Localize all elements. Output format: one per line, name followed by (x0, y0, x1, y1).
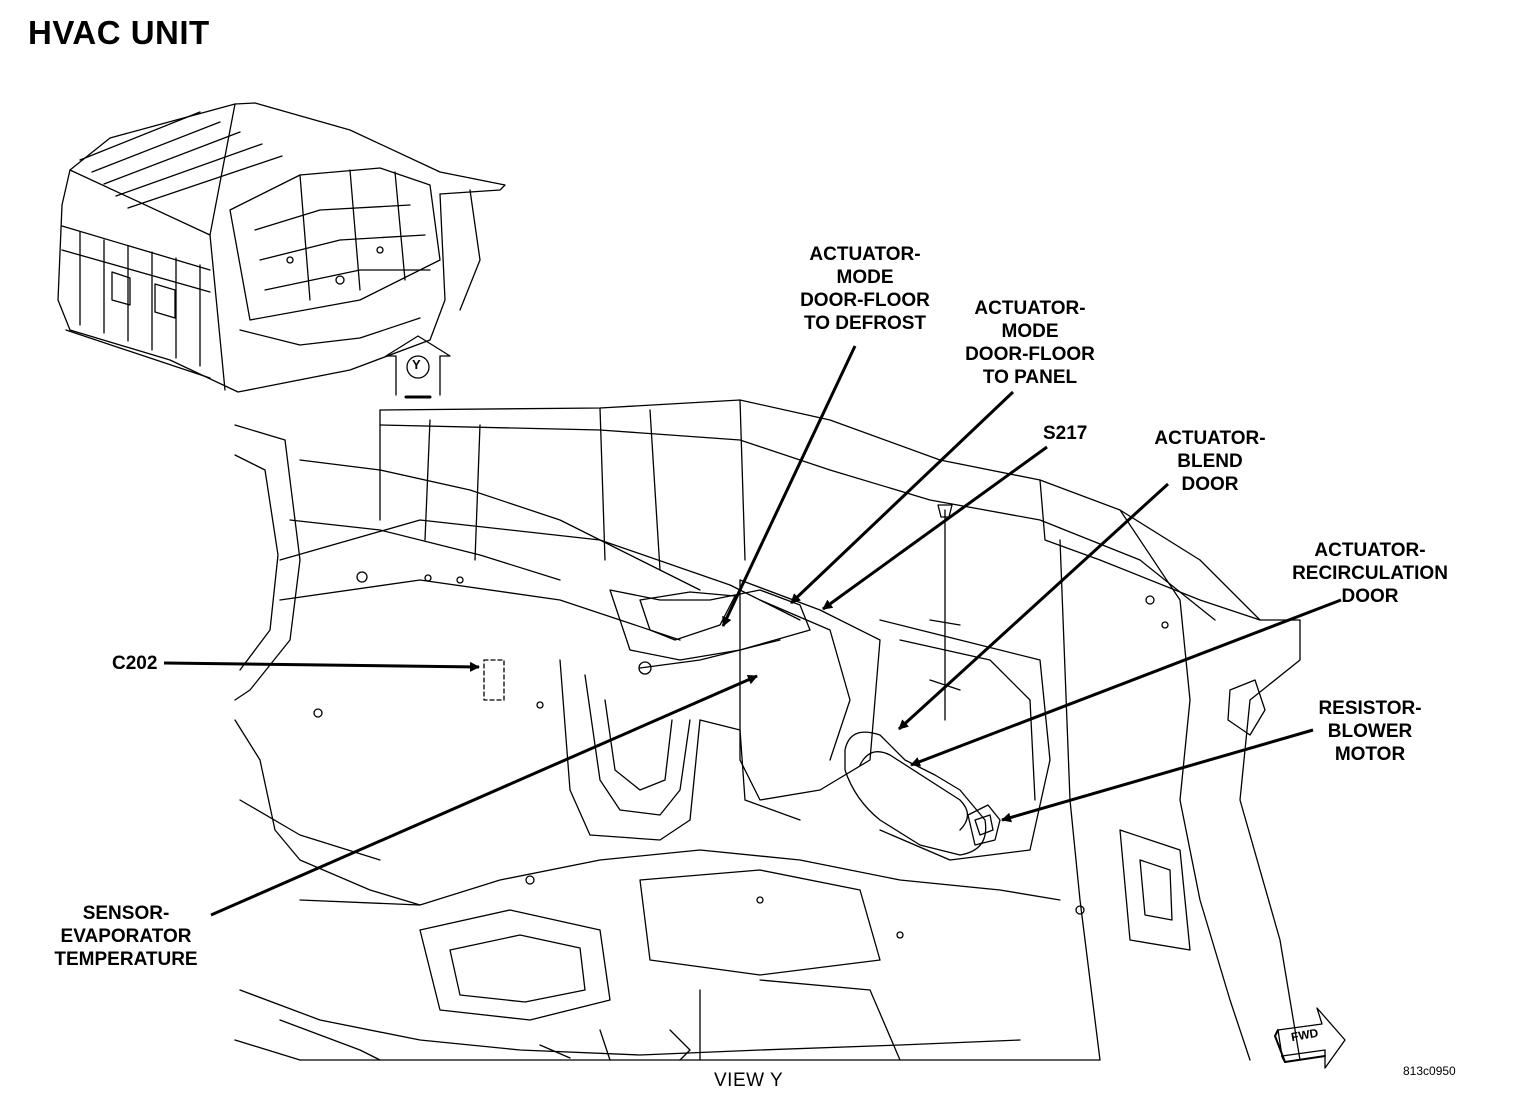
label-line: S217 (1043, 423, 1088, 444)
fwd-arrow (1274, 1007, 1346, 1069)
label-line: EVAPORATOR (60, 926, 192, 947)
label-line: ACTUATOR- (974, 298, 1086, 319)
label-line: DOOR (1341, 586, 1399, 607)
figure-code: 813c0950 (1403, 1064, 1456, 1078)
label-line: ACTUATOR- (1154, 428, 1266, 449)
label-line: TEMPERATURE (54, 949, 198, 970)
label-line: C202 (112, 653, 158, 674)
label-line: BLEND (1177, 451, 1243, 472)
label-resistor-blower-motor: RESISTOR- BLOWER MOTOR (1300, 697, 1440, 766)
label-line: SENSOR- (82, 903, 170, 924)
view-caption: VIEW Y (714, 1070, 784, 1091)
leader-recirculation (910, 598, 1342, 767)
label-line: DOOR (1181, 474, 1239, 495)
label-actuator-blend-door: ACTUATOR- BLEND DOOR (1145, 427, 1275, 496)
label-line: RESISTOR- (1318, 698, 1422, 719)
label-line: DOOR-FLOOR (800, 290, 930, 311)
leader-mode-floor-panel (789, 390, 1015, 605)
label-line: MODE (836, 267, 894, 288)
leader-evap-sensor (210, 674, 758, 917)
label-actuator-mode-door-floor-defrost: ACTUATOR- MODE DOOR-FLOOR TO DEFROST (790, 243, 940, 335)
vehicle-overview-inset (57, 102, 506, 393)
label-line: MODE (1001, 321, 1059, 342)
leader-c202 (163, 661, 480, 672)
label-line: ACTUATOR- (1314, 540, 1426, 561)
page-title: HVAC UNIT (28, 14, 210, 51)
label-line: RECIRCULATION (1292, 563, 1448, 584)
leader-mode-floor-defrost (721, 345, 857, 627)
label-line: ACTUATOR- (809, 244, 921, 265)
label-line: MOTOR (1334, 744, 1406, 765)
label-line: DOOR-FLOOR (965, 344, 1095, 365)
leader-s217 (822, 445, 1048, 611)
label-actuator-mode-door-floor-panel: ACTUATOR- MODE DOOR-FLOOR TO PANEL (955, 297, 1105, 389)
label-line: TO PANEL (982, 367, 1078, 388)
label-actuator-recirculation-door: ACTUATOR- RECIRCULATION DOOR (1285, 539, 1455, 608)
label-line: BLOWER (1327, 721, 1413, 742)
view-y-arrow (385, 335, 451, 399)
label-s217: S217 (1043, 422, 1087, 445)
leader-resistor (1001, 728, 1314, 823)
label-sensor-evaporator-temperature: SENSOR- EVAPORATOR TEMPERATURE (40, 902, 212, 971)
leader-blend-door (897, 482, 1170, 731)
label-c202: C202 (112, 652, 157, 675)
label-line: TO DEFROST (803, 313, 927, 334)
interior-structure (234, 399, 1301, 1061)
view-marker-letter: Y (412, 357, 421, 372)
